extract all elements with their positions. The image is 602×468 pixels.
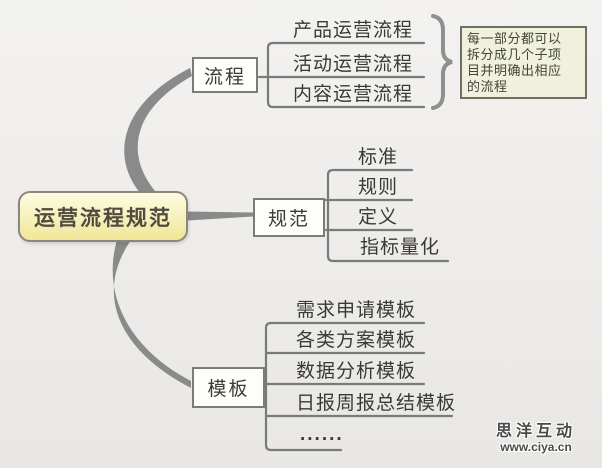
leaf-activity-operation-process[interactable]: 活动运营流程 xyxy=(293,54,414,75)
process-children-trunk xyxy=(266,41,426,109)
branch-node-process[interactable]: 流程 xyxy=(192,57,258,93)
leaf-ellipsis[interactable]: ...... xyxy=(300,424,344,445)
leaf-standard[interactable]: 标准 xyxy=(358,147,399,168)
branch-curve-process xyxy=(124,68,192,194)
branch-line-standard xyxy=(188,211,253,221)
note-box: 每一部分都可以 拆分成几个子项 目并明确出相应 的流程 xyxy=(460,26,587,99)
note-line: 的流程 xyxy=(467,79,508,94)
watermark: 思洋互动 www.ciya.cn xyxy=(484,423,588,454)
standard-children-trunk xyxy=(326,168,450,263)
note-line: 拆分成几个子项 xyxy=(467,47,562,62)
leaf-content-operation-process[interactable]: 内容运营流程 xyxy=(293,84,414,105)
template-children-trunk xyxy=(264,321,426,452)
branch-node-standard[interactable]: 规范 xyxy=(253,198,325,237)
leaf-requirement-template[interactable]: 需求申请模板 xyxy=(296,300,417,321)
leaf-rule[interactable]: 规则 xyxy=(358,177,399,198)
leaf-proposal-template[interactable]: 各类方案模板 xyxy=(296,330,417,351)
leaf-data-analysis-template[interactable]: 数据分析模板 xyxy=(296,361,417,382)
curly-brace xyxy=(431,14,453,110)
watermark-title: 思洋互动 xyxy=(495,423,576,440)
leaf-report-template[interactable]: 日报周报总结模板 xyxy=(296,393,457,414)
leaf-definition[interactable]: 定义 xyxy=(358,207,399,228)
branch-curve-template xyxy=(112,240,191,388)
note-line: 目并明确出相应 xyxy=(467,63,562,78)
note-line: 每一部分都可以 xyxy=(467,31,562,46)
watermark-url: www.ciya.cn xyxy=(500,440,572,454)
leaf-quantification[interactable]: 指标量化 xyxy=(360,237,441,258)
branch-node-template[interactable]: 模板 xyxy=(192,367,265,408)
leaf-product-operation-process[interactable]: 产品运营流程 xyxy=(293,20,414,41)
root-node[interactable]: 运营流程规范 xyxy=(18,191,188,242)
